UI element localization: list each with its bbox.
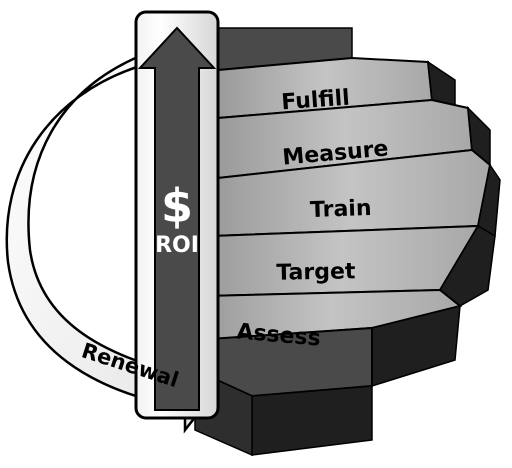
bottom-landing	[194, 326, 373, 457]
roi-pillar: $ ROI	[134, 10, 220, 420]
roi-label: ROI	[155, 233, 199, 258]
step-assess	[200, 288, 463, 388]
roi-up-arrow	[137, 26, 217, 411]
step-label-train: Train	[310, 196, 372, 223]
renewal-arrow	[5, 54, 220, 434]
step-label-target: Target	[276, 259, 356, 285]
step-label-fulfill: Fulfill	[280, 86, 350, 116]
roi-dollar-symbol: $	[161, 179, 193, 233]
renewal-arrow-shape	[5, 54, 220, 434]
